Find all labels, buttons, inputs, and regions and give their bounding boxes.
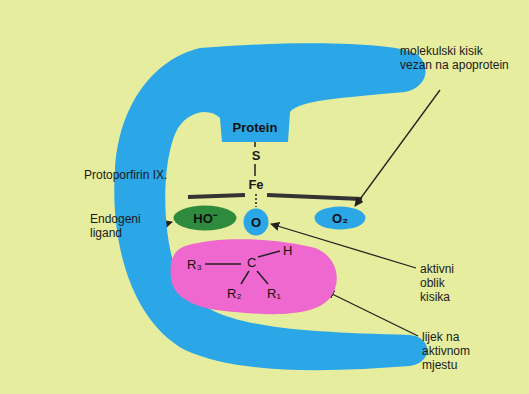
node-text: O₂ <box>332 211 348 226</box>
porphyrin-bar <box>267 195 362 199</box>
bond-line <box>255 194 257 207</box>
node-text: HO⁻ <box>193 211 217 226</box>
node-text: O <box>251 215 261 230</box>
ligand-ellipse: HO⁻ <box>173 205 237 231</box>
leader-arrow <box>355 90 440 206</box>
node-text: C <box>247 255 256 270</box>
drug-blob: R₃ C H R₂ R₁ <box>165 236 345 316</box>
node-text: R₁ <box>267 286 281 301</box>
callout-label: Endogeni ligand <box>90 212 152 240</box>
oxygen-ellipse: O <box>243 208 269 236</box>
bond-line <box>241 271 249 284</box>
callout-label: Protoporfirin IX. <box>84 168 188 182</box>
callout-label: aktivni oblik kisika <box>420 262 472 304</box>
node-text: H <box>283 243 292 258</box>
callout-label: lijek na aktivnom mjestu <box>422 330 484 372</box>
porphyrin-bar <box>188 195 245 197</box>
bond-line <box>254 164 256 176</box>
drug-blob-outline <box>165 236 345 316</box>
node-text: R₃ <box>187 257 202 272</box>
dioxygen-ellipse: O₂ <box>314 206 366 230</box>
node-text: Protein <box>233 120 278 135</box>
leader-arrow <box>326 291 418 336</box>
bond-line <box>257 271 268 284</box>
atom-label: Fe <box>243 177 269 192</box>
bond-line <box>205 263 241 265</box>
atom-label: S <box>249 148 263 163</box>
callout-label: molekulski kisik vezan na apoprotein <box>400 44 510 72</box>
node-text: R₂ <box>227 286 241 301</box>
bond-line <box>258 251 280 257</box>
